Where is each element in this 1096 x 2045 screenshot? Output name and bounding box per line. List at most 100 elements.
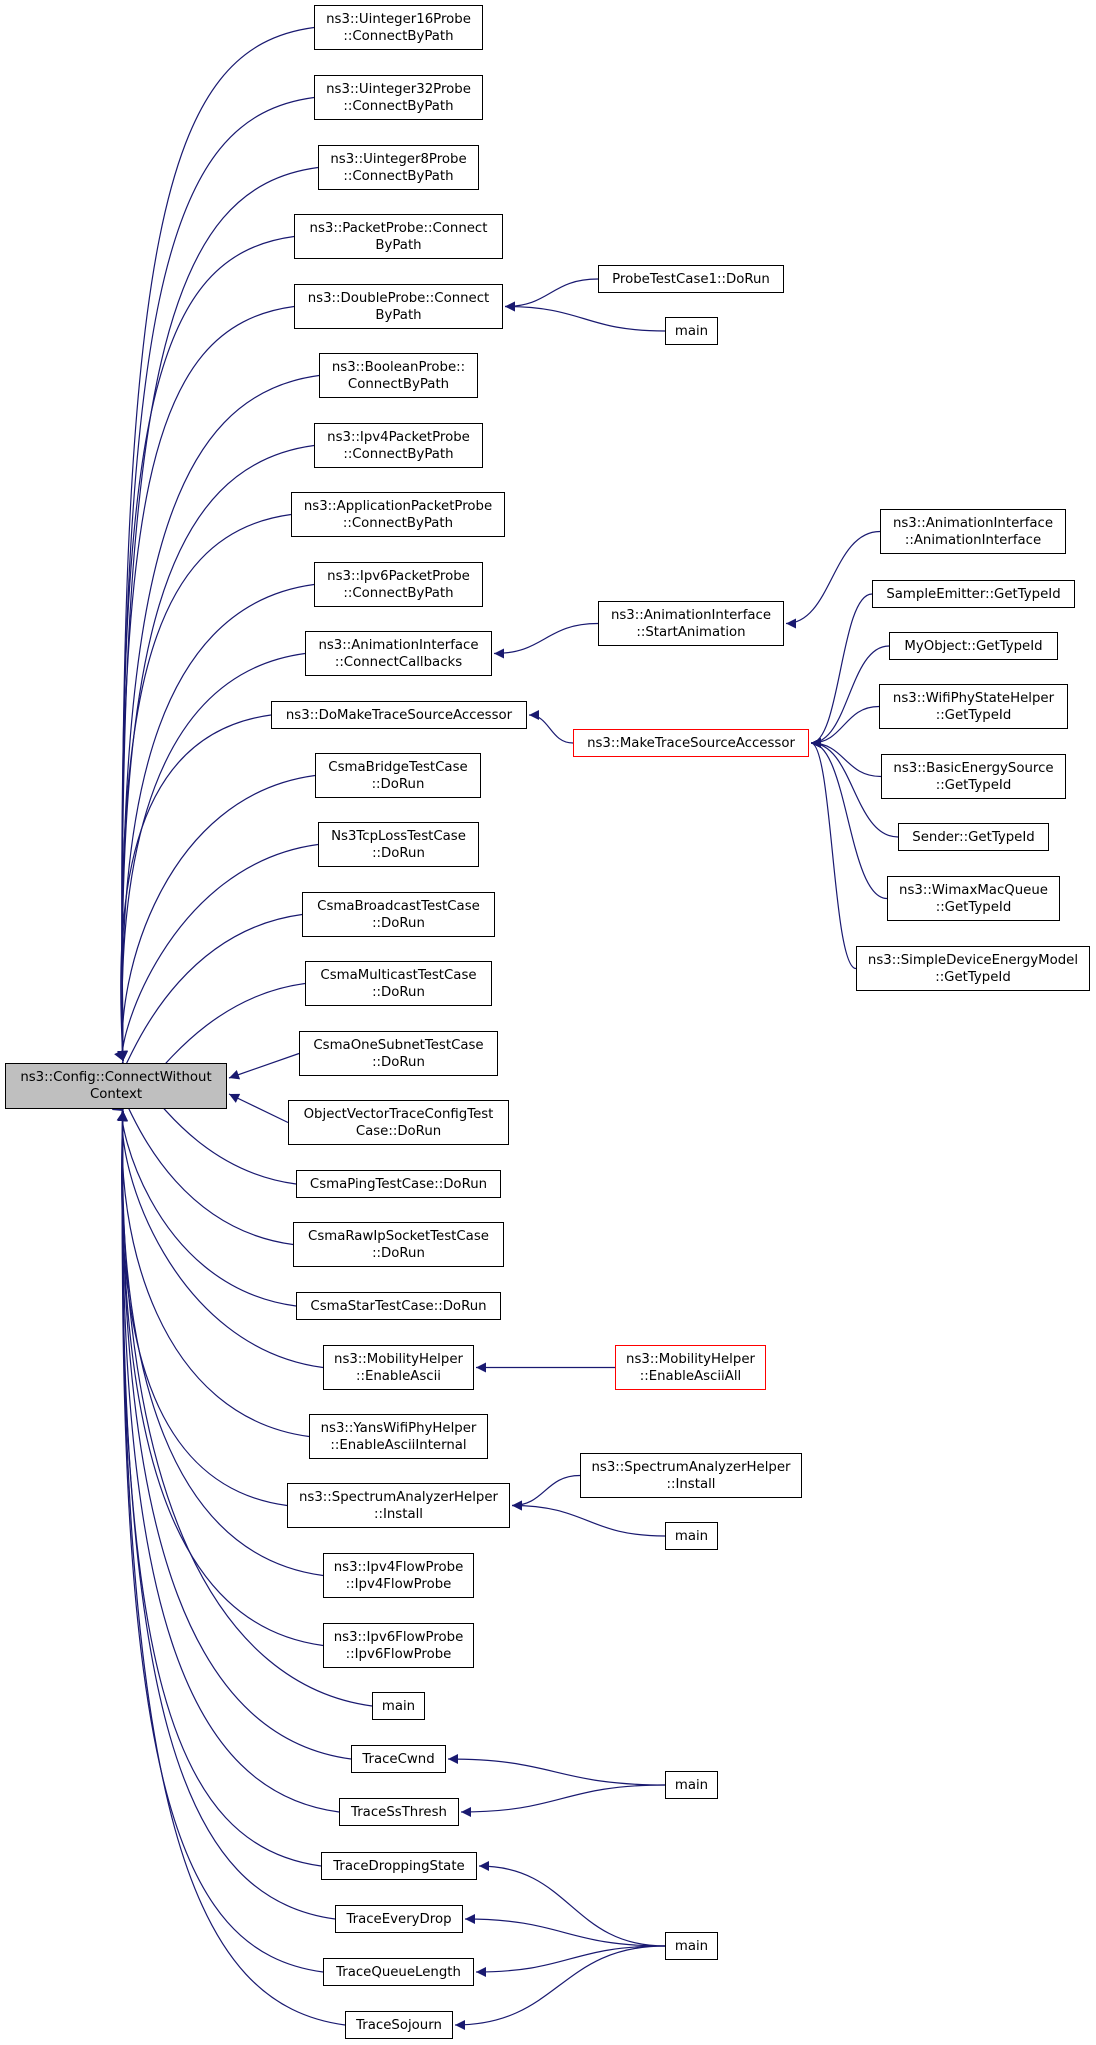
node-label-line: ::GetTypeId [935, 707, 1012, 723]
node-label-line: ns3::MobilityHelper [626, 1351, 755, 1367]
node-main5[interactable]: main [665, 1932, 718, 1960]
node-label-line: ns3::PacketProbe::Connect [309, 220, 488, 236]
node-csmaping[interactable]: CsmaPingTestCase::DoRun [296, 1170, 501, 1198]
edge-csmastar-to-root [111, 1101, 297, 1307]
node-sampleem[interactable]: SampleEmitter::GetTypeId [872, 580, 1075, 608]
node-label-line: ::StartAnimation [636, 624, 746, 640]
node-u8[interactable]: ns3::Uinteger8Probe::ConnectByPath [318, 145, 479, 190]
node-ns3tcploss[interactable]: Ns3TcpLossTestCase::DoRun [318, 822, 479, 867]
node-label-line: TraceCwnd [362, 1751, 435, 1767]
edge-tracess-to-root [117, 1110, 340, 1813]
node-label-line: TraceDroppingState [333, 1858, 465, 1874]
node-specinst2[interactable]: ns3::SpectrumAnalyzerHelper::Install [580, 1453, 802, 1498]
node-label-line: ns3::YansWifiPhyHelper [320, 1420, 477, 1436]
node-label-line: ::ConnectByPath [342, 515, 454, 531]
node-label-line: ::ConnectByPath [343, 585, 454, 601]
node-tracedrop[interactable]: TraceDroppingState [321, 1852, 477, 1880]
node-specinst[interactable]: ns3::SpectrumAnalyzerHelper::Install [287, 1483, 510, 1528]
node-domake[interactable]: ns3::DoMakeTraceSourceAccessor [271, 701, 527, 729]
node-label-line: ::GetTypeId [935, 969, 1011, 985]
node-label-line: ns3::MobilityHelper [334, 1351, 463, 1367]
node-label-line: ::EnableAscii [356, 1368, 441, 1384]
node-label-line: ::AnimationInterface [904, 532, 1042, 548]
node-csmabridge[interactable]: CsmaBridgeTestCase::DoRun [315, 753, 481, 798]
node-label-line: main [381, 1698, 416, 1714]
node-wifiphystate[interactable]: ns3::WifiPhyStateHelper::GetTypeId [879, 684, 1068, 729]
edge-ns3tcploss-to-root [114, 843, 319, 1062]
edge-main4-to-tracecwnd [447, 1754, 666, 1786]
node-label-line: TraceSsThresh [351, 1804, 447, 1820]
node-label-line: main [674, 1938, 709, 1954]
node-animcb[interactable]: ns3::AnimationInterface::ConnectCallback… [305, 631, 492, 676]
node-basicenergy[interactable]: ns3::BasicEnergySource::GetTypeId [881, 754, 1066, 799]
node-yans[interactable]: ns3::YansWifiPhyHelper::EnableAsciiInter… [309, 1414, 488, 1459]
node-mobascii[interactable]: ns3::MobilityHelper::EnableAscii [323, 1345, 474, 1390]
node-label-line: ns3::AnimationInterface [610, 607, 772, 623]
node-simpledev[interactable]: ns3::SimpleDeviceEnergyModel::GetTypeId [856, 946, 1090, 991]
node-label-line: ::DoRun [372, 1054, 425, 1070]
node-label-line: TraceQueueLength [336, 1964, 461, 1980]
node-animctor[interactable]: ns3::AnimationInterface::AnimationInterf… [880, 509, 1066, 554]
edge-main3-to-root [117, 1110, 373, 1707]
node-label-line: MyObject::GetTypeId [904, 638, 1043, 654]
node-ipv4pkt[interactable]: ns3::Ipv4PacketProbe::ConnectByPath [314, 423, 483, 468]
node-label-line: Sender::GetTypeId [912, 829, 1035, 845]
node-label-line: Ns3TcpLossTestCase [331, 828, 466, 844]
node-label-line: CsmaOneSubnetTestCase [313, 1037, 484, 1053]
node-traceqlen[interactable]: TraceQueueLength [323, 1958, 474, 1986]
node-label-line: ByPath [375, 307, 422, 323]
node-csmaraw[interactable]: CsmaRawIpSocketTestCase::DoRun [293, 1222, 504, 1267]
node-label-line: Case::DoRun [355, 1123, 442, 1139]
node-main2[interactable]: main [665, 1522, 718, 1550]
node-u16[interactable]: ns3::Uinteger16Probe::ConnectByPath [314, 5, 483, 50]
node-animstart[interactable]: ns3::AnimationInterface::StartAnimation [598, 601, 784, 646]
edge-wifiphystate-to-maketsa [810, 705, 880, 748]
node-csmaone[interactable]: CsmaOneSubnetTestCase::DoRun [299, 1031, 498, 1076]
node-wimaxq[interactable]: ns3::WimaxMacQueue::GetTypeId [887, 876, 1060, 921]
node-ipv6flow[interactable]: ns3::Ipv6FlowProbe::Ipv6FlowProbe [323, 1623, 474, 1668]
node-ipv4flow[interactable]: ns3::Ipv4FlowProbe::Ipv4FlowProbe [323, 1553, 474, 1598]
node-tracess[interactable]: TraceSsThresh [339, 1798, 459, 1826]
node-traceevery[interactable]: TraceEveryDrop [335, 1905, 463, 1933]
node-label-line: ::DoRun [371, 776, 425, 792]
node-mobasciiall[interactable]: ns3::MobilityHelper::EnableAsciiAll [615, 1345, 766, 1390]
node-tracecwnd[interactable]: TraceCwnd [351, 1745, 446, 1773]
node-main4[interactable]: main [665, 1771, 718, 1799]
node-label-line: ConnectByPath [347, 376, 450, 392]
node-csmastar[interactable]: CsmaStarTestCase::DoRun [296, 1292, 501, 1320]
edge-objvec-to-root [228, 1093, 289, 1124]
node-main3[interactable]: main [372, 1692, 425, 1720]
node-label-line: ns3::SpectrumAnalyzerHelper [591, 1459, 791, 1475]
node-label-line: ns3::MakeTraceSourceAccessor [587, 735, 795, 751]
node-probetest[interactable]: ProbeTestCase1::DoRun [598, 265, 784, 293]
edge-animstart-to-animcb [493, 622, 599, 659]
node-sender[interactable]: Sender::GetTypeId [898, 823, 1049, 851]
node-myobject[interactable]: MyObject::GetTypeId [889, 632, 1058, 660]
node-label-line: ByPath [375, 237, 422, 253]
node-ipv6pkt[interactable]: ns3::Ipv6PacketProbe::ConnectByPath [314, 562, 483, 607]
edge-probetest-to-doubleprobe [504, 278, 599, 312]
node-label-line: ns3::DoMakeTraceSourceAccessor [285, 707, 513, 723]
node-label-line: ns3::Uinteger32Probe [326, 81, 471, 97]
node-u32[interactable]: ns3::Uinteger32Probe::ConnectByPath [314, 75, 483, 120]
node-label-line: ::GetTypeId [935, 899, 1012, 915]
node-csmamcast[interactable]: CsmaMulticastTestCase::DoRun [305, 961, 492, 1006]
edge-tracesoj-to-root [117, 1110, 346, 2026]
node-label-line: ::EnableAsciiInternal [330, 1437, 467, 1453]
node-label-line: ::Ipv4FlowProbe [345, 1576, 452, 1592]
edge-csmabridge-to-root [117, 774, 316, 1062]
node-main1[interactable]: main [665, 317, 718, 345]
node-csmabcast[interactable]: CsmaBroadcastTestCase::DoRun [302, 892, 495, 937]
node-boolprobe[interactable]: ns3::BooleanProbe::ConnectByPath [319, 353, 478, 398]
edge-u16-to-root [117, 26, 315, 1062]
node-label-line: main [674, 1777, 709, 1793]
node-maketsa[interactable]: ns3::MakeTraceSourceAccessor [573, 729, 809, 757]
edge-animcb-to-root [117, 652, 306, 1062]
node-apppkt[interactable]: ns3::ApplicationPacketProbe::ConnectByPa… [291, 492, 505, 537]
node-label-line: TraceSojourn [356, 2017, 442, 2033]
node-tracesoj[interactable]: TraceSojourn [345, 2011, 453, 2039]
